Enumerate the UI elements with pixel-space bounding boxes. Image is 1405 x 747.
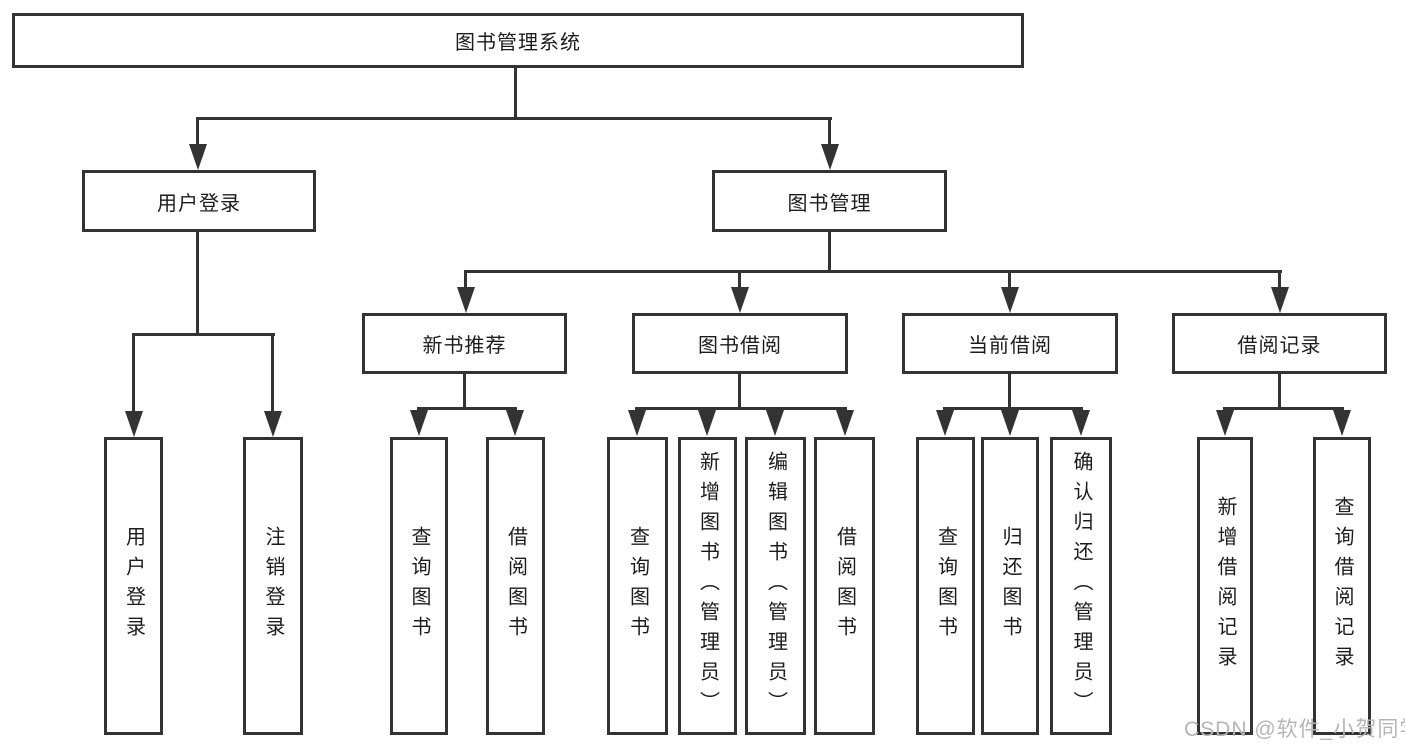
arrow-down-icon [410, 410, 428, 436]
connector-line [943, 407, 1083, 410]
connector-line [828, 232, 831, 272]
connector-line [417, 407, 517, 410]
connector-line [1278, 270, 1281, 290]
node-label: 注销登录 [262, 526, 284, 646]
arrow-down-icon [1333, 410, 1351, 436]
node-label: 编辑图书（管理员） [764, 451, 787, 721]
arrow-down-icon [1001, 287, 1019, 313]
leaf-add-book-admin: 新增图书（管理员） [678, 437, 737, 735]
node-label: 图书管理 [787, 192, 872, 215]
arrow-down-icon [1216, 410, 1234, 436]
arrow-down-icon [189, 144, 207, 170]
node-label: 查询图书 [934, 526, 957, 646]
node-book-borrow: 图书借阅 [632, 313, 848, 374]
leaf-borrow-books: 借阅图书 [814, 437, 875, 735]
arrow-down-icon [821, 144, 839, 170]
node-new-book-recommend: 新书推荐 [362, 313, 567, 374]
node-label: 归还图书 [999, 526, 1021, 646]
leaf-query-books-recommend: 查询图书 [390, 437, 448, 735]
arrow-down-icon [698, 410, 716, 436]
connector-line [132, 333, 275, 336]
leaf-user-login: 用户登录 [104, 437, 163, 735]
node-label: 新书推荐 [422, 335, 507, 357]
node-borrow-records: 借阅记录 [1172, 313, 1387, 374]
leaf-add-borrow-record: 新增借阅记录 [1197, 437, 1253, 735]
connector-line [635, 407, 847, 410]
node-label: 当前借阅 [968, 335, 1052, 357]
connector-line [1008, 374, 1011, 410]
connector-line [1278, 374, 1281, 410]
arrow-down-icon [125, 411, 143, 437]
node-label: 新增图书（管理员） [696, 451, 719, 721]
node-label: 查询图书 [408, 526, 430, 646]
node-library-system: 图书管理系统 [12, 13, 1024, 68]
arrow-down-icon [264, 411, 282, 437]
leaf-query-books-borrow: 查询图书 [607, 437, 668, 735]
connector-line [1008, 270, 1011, 290]
connector-line [271, 333, 274, 413]
connector-line [738, 270, 741, 290]
connector-line [464, 270, 467, 290]
connector-line [132, 333, 135, 413]
node-label: 借阅记录 [1237, 335, 1322, 357]
node-book-management: 图书管理 [712, 170, 947, 232]
leaf-edit-book-admin: 编辑图书（管理员） [745, 437, 806, 735]
arrow-down-icon [506, 410, 524, 436]
connector-line [738, 374, 741, 410]
arrow-down-icon [836, 410, 854, 436]
connector-line [196, 117, 832, 120]
arrow-down-icon [1001, 410, 1019, 436]
arrow-down-icon [766, 410, 784, 436]
node-label: 用户登录 [157, 192, 241, 215]
leaf-borrow-books-recommend: 借阅图书 [486, 437, 545, 735]
arrow-down-icon [457, 287, 475, 313]
node-label: 图书借阅 [698, 335, 782, 357]
leaf-return-books: 归还图书 [981, 437, 1039, 735]
arrow-down-icon [1072, 410, 1090, 436]
node-label: 确认归还（管理员） [1070, 451, 1092, 721]
node-current-borrow: 当前借阅 [902, 313, 1118, 374]
connector-line [514, 68, 517, 120]
connector-line [464, 270, 1282, 273]
leaf-logout: 注销登录 [243, 437, 303, 735]
connector-line [196, 117, 199, 149]
node-label: 查询借阅记录 [1331, 496, 1353, 676]
node-label: 查询图书 [626, 526, 649, 646]
arrow-down-icon [731, 287, 749, 313]
node-user-login: 用户登录 [82, 170, 316, 232]
node-label: 借阅图书 [833, 526, 856, 646]
connector-line [463, 374, 466, 410]
node-label: 图书管理系统 [455, 32, 581, 54]
arrow-down-icon [628, 410, 646, 436]
node-label: 新增借阅记录 [1214, 496, 1236, 676]
connector-line [828, 117, 831, 149]
leaf-query-borrow-record: 查询借阅记录 [1313, 437, 1371, 735]
arrow-down-icon [1271, 287, 1289, 313]
leaf-query-books-current: 查询图书 [916, 437, 975, 735]
connector-line [196, 232, 199, 336]
connector-line [1223, 407, 1344, 410]
watermark: CSDN @软件_小贺同学 [1184, 718, 1405, 741]
node-label: 用户登录 [122, 526, 145, 646]
arrow-down-icon [936, 410, 954, 436]
leaf-confirm-return-admin: 确认归还（管理员） [1050, 437, 1112, 735]
node-label: 借阅图书 [504, 526, 527, 646]
